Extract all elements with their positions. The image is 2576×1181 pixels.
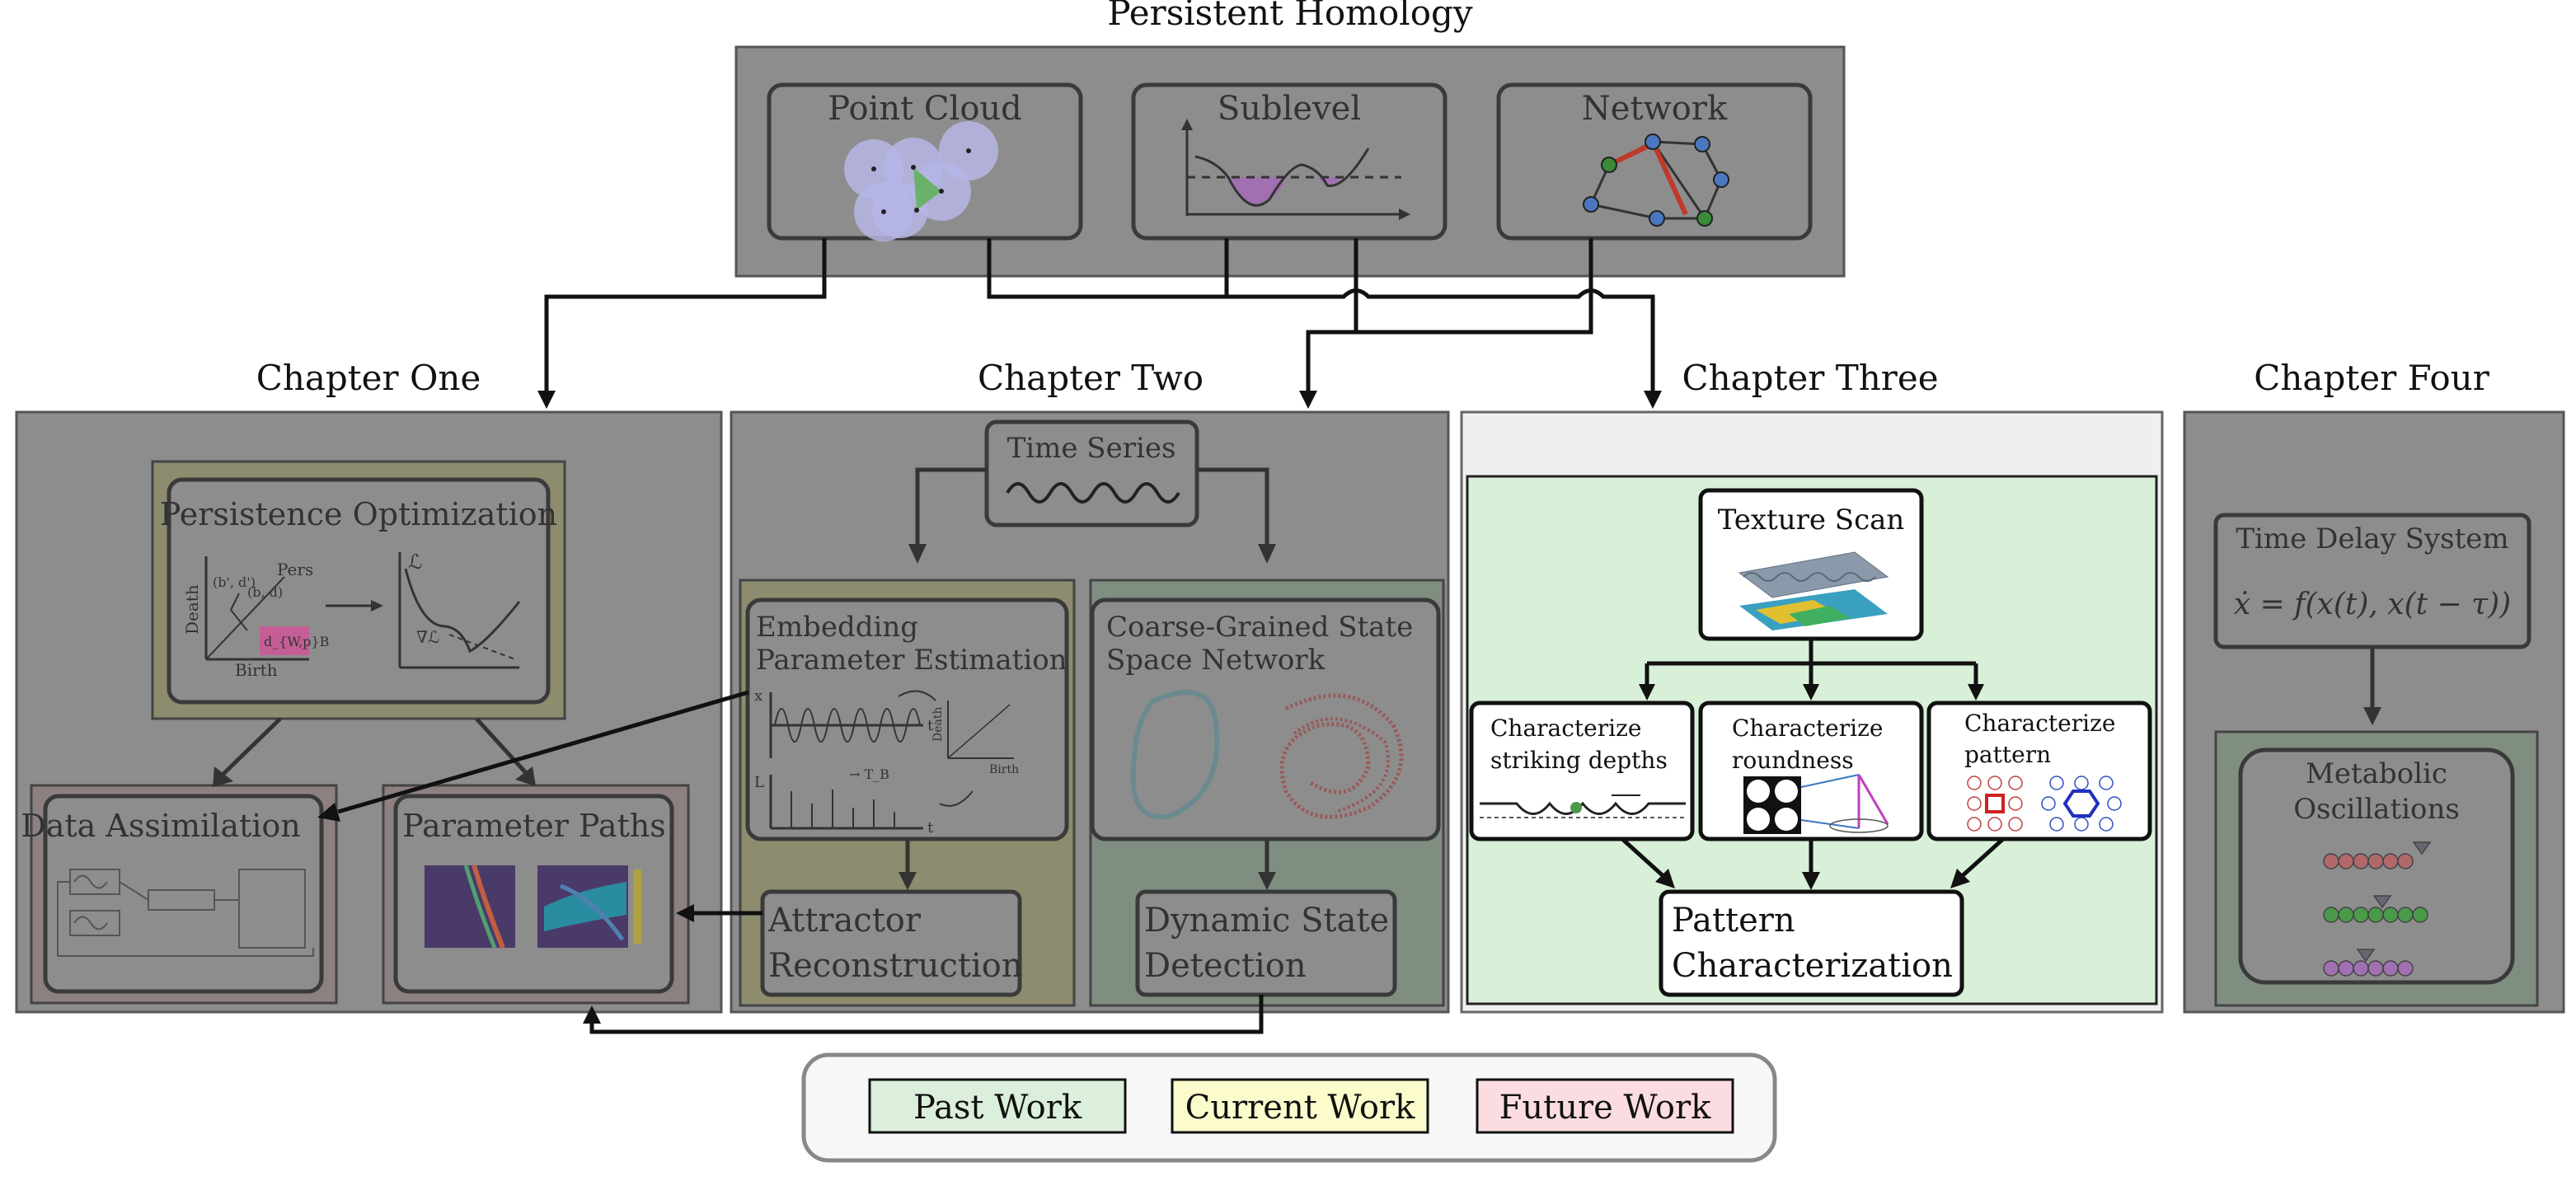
parameter-paths-heatmaps xyxy=(425,865,641,949)
cross-chapter-arrows xyxy=(317,690,1264,1034)
top-connectors xyxy=(537,238,1662,409)
svg-text:t: t xyxy=(927,819,934,837)
svg-text:d_{W,p}B: d_{W,p}B xyxy=(264,634,329,649)
metabolic-chain-icon xyxy=(2323,841,2432,977)
persistence-diagram-icon: Pers Death Birth (b', d') (b, d) d_{W,p}… xyxy=(182,551,521,680)
time-series-box xyxy=(984,419,1199,527)
time-delay-system-label: Time Delay System xyxy=(2236,523,2508,555)
pattern-icon xyxy=(1967,776,2122,832)
dynamic-label-line1: Dynamic State xyxy=(1144,902,1389,940)
chapter-four-arrow xyxy=(2363,647,2381,725)
metabolic-label-line2: Oscillations xyxy=(2293,793,2460,826)
sublevel-box xyxy=(1131,82,1448,241)
chapter-one-arrows xyxy=(213,717,536,787)
time-series-arrows xyxy=(908,467,1276,564)
attractor-label-line1: Attractor xyxy=(767,902,922,940)
metabolic-label-line1: Metabolic xyxy=(2306,757,2447,790)
embedding-label-line2: Parameter Estimation xyxy=(756,644,1067,677)
svg-text:∇ℒ: ∇ℒ xyxy=(416,627,439,647)
network-label: Network xyxy=(1582,90,1728,128)
dynamic-state-detection-box xyxy=(1135,889,1397,997)
data-assimilation-label: Data Assimilation xyxy=(21,808,301,844)
pattern-merge-arrows xyxy=(1621,837,2005,890)
pattern-box-label-line2: pattern xyxy=(1964,741,2051,768)
svg-text:Death: Death xyxy=(182,584,202,635)
svg-text:→ T_B: → T_B xyxy=(849,766,889,782)
depths-label-line2: striking depths xyxy=(1490,747,1668,774)
svg-text:t: t xyxy=(927,717,934,734)
characterize-depths-box xyxy=(1469,701,1695,841)
chapter-one-title: Chapter One xyxy=(256,358,481,398)
attractor-reconstruction-box xyxy=(760,889,1022,997)
attractor-label-line2: Reconstruction xyxy=(768,947,1023,985)
chapter-three-title: Chapter Three xyxy=(1682,358,1938,398)
pattern-box-label-line1: Characterize xyxy=(1964,710,2115,737)
characterize-pattern-box xyxy=(1926,701,2152,841)
data-assimilation-schematic xyxy=(57,869,314,957)
time-series-wave-icon xyxy=(1006,482,1180,504)
texture-surface-icon xyxy=(1738,551,1889,630)
svg-text:(b, d): (b, d) xyxy=(247,584,283,600)
point-cloud-icon xyxy=(844,121,998,241)
chapter-two-title: Chapter Two xyxy=(978,358,1204,398)
persistent-homology-title: Persistent Homology xyxy=(1107,0,1472,33)
roundness-label-line2: roundness xyxy=(1732,747,1854,774)
sublevel-label: Sublevel xyxy=(1218,90,1361,128)
parameter-paths-label: Parameter Paths xyxy=(402,808,666,844)
dynamic-label-line2: Detection xyxy=(1144,947,1307,985)
sublevel-icon xyxy=(1181,119,1410,220)
texture-scan-label: Texture Scan xyxy=(1718,504,1905,537)
network-icon xyxy=(1583,134,1729,227)
data-assimilation-box xyxy=(43,794,324,994)
svg-text:Birth: Birth xyxy=(989,763,1019,776)
svg-text:L: L xyxy=(754,774,764,791)
persistence-optimization-label: Persistence Optimization xyxy=(160,496,557,532)
svg-text:Future Work: Future Work xyxy=(1499,1089,1711,1127)
pattern-result-line1: Pattern xyxy=(1672,902,1795,940)
svg-text:ℒ: ℒ xyxy=(408,551,422,574)
svg-text:(b', d'): (b', d') xyxy=(213,574,256,590)
embedding-label-line1: Embedding xyxy=(756,611,918,644)
svg-text:Birth: Birth xyxy=(235,660,278,680)
svg-text:Current Work: Current Work xyxy=(1185,1089,1415,1127)
time-delay-equation: ẋ = f(x(t), x(t − τ)) xyxy=(2234,588,2511,621)
texture-scan-split-arrows xyxy=(1639,639,1984,701)
chapter-four-title: Chapter Four xyxy=(2254,358,2489,398)
pattern-characterization-box xyxy=(1659,889,1964,997)
roundness-icon xyxy=(1743,774,1889,834)
pattern-result-line2: Characterization xyxy=(1672,947,1953,985)
depths-label-line1: Characterize xyxy=(1490,715,1641,742)
coarse-grained-label-line2: Space Network xyxy=(1106,644,1326,677)
time-series-label: Time Series xyxy=(1007,432,1176,465)
chapter-two-down-arrows xyxy=(899,839,1276,890)
roundness-label-line1: Characterize xyxy=(1732,715,1883,742)
svg-text:x: x xyxy=(754,687,762,705)
coarse-grained-label-line1: Coarse-Grained State xyxy=(1106,611,1413,644)
legend-past-work: Past Work xyxy=(868,1078,1127,1134)
svg-text:Death: Death xyxy=(931,707,945,743)
point-cloud-label: Point Cloud xyxy=(828,90,1022,128)
embedding-plots-icon: x t Birth Death L t → T_B xyxy=(754,687,1019,837)
svg-text:Pers: Pers xyxy=(277,560,313,579)
striking-depths-icon xyxy=(1480,794,1686,818)
network-box xyxy=(1496,82,1813,241)
legend-future-work: Future Work xyxy=(1476,1078,1734,1134)
svg-text:Past Work: Past Work xyxy=(913,1089,1082,1127)
legend-current-work: Current Work xyxy=(1171,1078,1429,1134)
state-space-network-icon xyxy=(1130,690,1404,820)
